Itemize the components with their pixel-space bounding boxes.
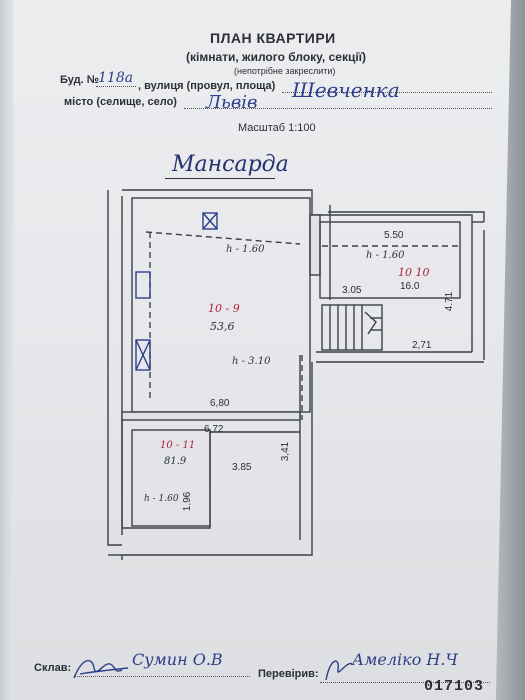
paper-left-edge [0,0,14,700]
street-value: Шевченка [292,78,400,102]
bottom-room-number: 10 - 11 [160,440,196,451]
city-label: місто (селище, село) [64,96,177,108]
compiler-signature [73,659,129,679]
street-underline [282,92,492,93]
checker-signature [325,660,353,681]
bottom-room-dim-left: 1.96 [182,491,194,512]
large-room-area: 53,6 [210,320,235,333]
right-room-dim-bottom: 2,71 [412,340,432,351]
large-room-number: 10 - 9 [208,302,240,315]
city-underline [184,108,492,109]
document-serial-number: 017103 [424,678,485,695]
bottom-room-dim-mid: 3.85 [232,462,252,473]
right-room-number: 10 10 [398,266,430,279]
paper-page [6,0,511,700]
scale-label: Масштаб 1:100 [238,122,316,134]
bottom-room-dim-side: 3,41 [280,441,292,462]
large-room-height: h - 1.60 [226,244,265,255]
checked-label: Перевірив: [258,668,319,680]
large-room-width: 6,80 [210,398,230,409]
bottom-room-area: 81.9 [164,456,187,467]
right-room-area: 16.0 [400,281,420,292]
compiled-underline [74,676,250,677]
bottom-room-width: 6,72 [204,424,224,435]
compiled-label: Склав: [34,662,72,674]
checked-name: Амеліко Н.Ч [352,650,458,669]
right-room-height: h - 1.60 [366,250,405,261]
right-room-width: 5.50 [384,230,404,241]
building-underline [96,86,136,87]
city-value: Львів [206,92,258,113]
document-subtitle: (кімнати, жилого блоку, секції) [186,50,367,64]
right-room-dim-left: 3.05 [342,285,362,296]
floor-name-underline [165,178,275,179]
compiled-name: Сумин О.В [132,650,223,669]
floor-name: Мансарда [172,152,289,177]
large-room-height-2: h - 3.10 [232,356,271,367]
street-label: , вулиця (провул, площа) [138,80,276,92]
document-title: ПЛАН КВАРТИРИ [210,30,336,46]
right-room-dim-right: 4.71 [444,291,456,312]
checked-underline [320,682,490,683]
bottom-room-height: h - 1.60 [144,494,179,504]
building-number: 118а [98,70,134,86]
strike-note: (непотрібне закреслити) [234,66,336,76]
building-label: Буд. № [60,74,99,86]
